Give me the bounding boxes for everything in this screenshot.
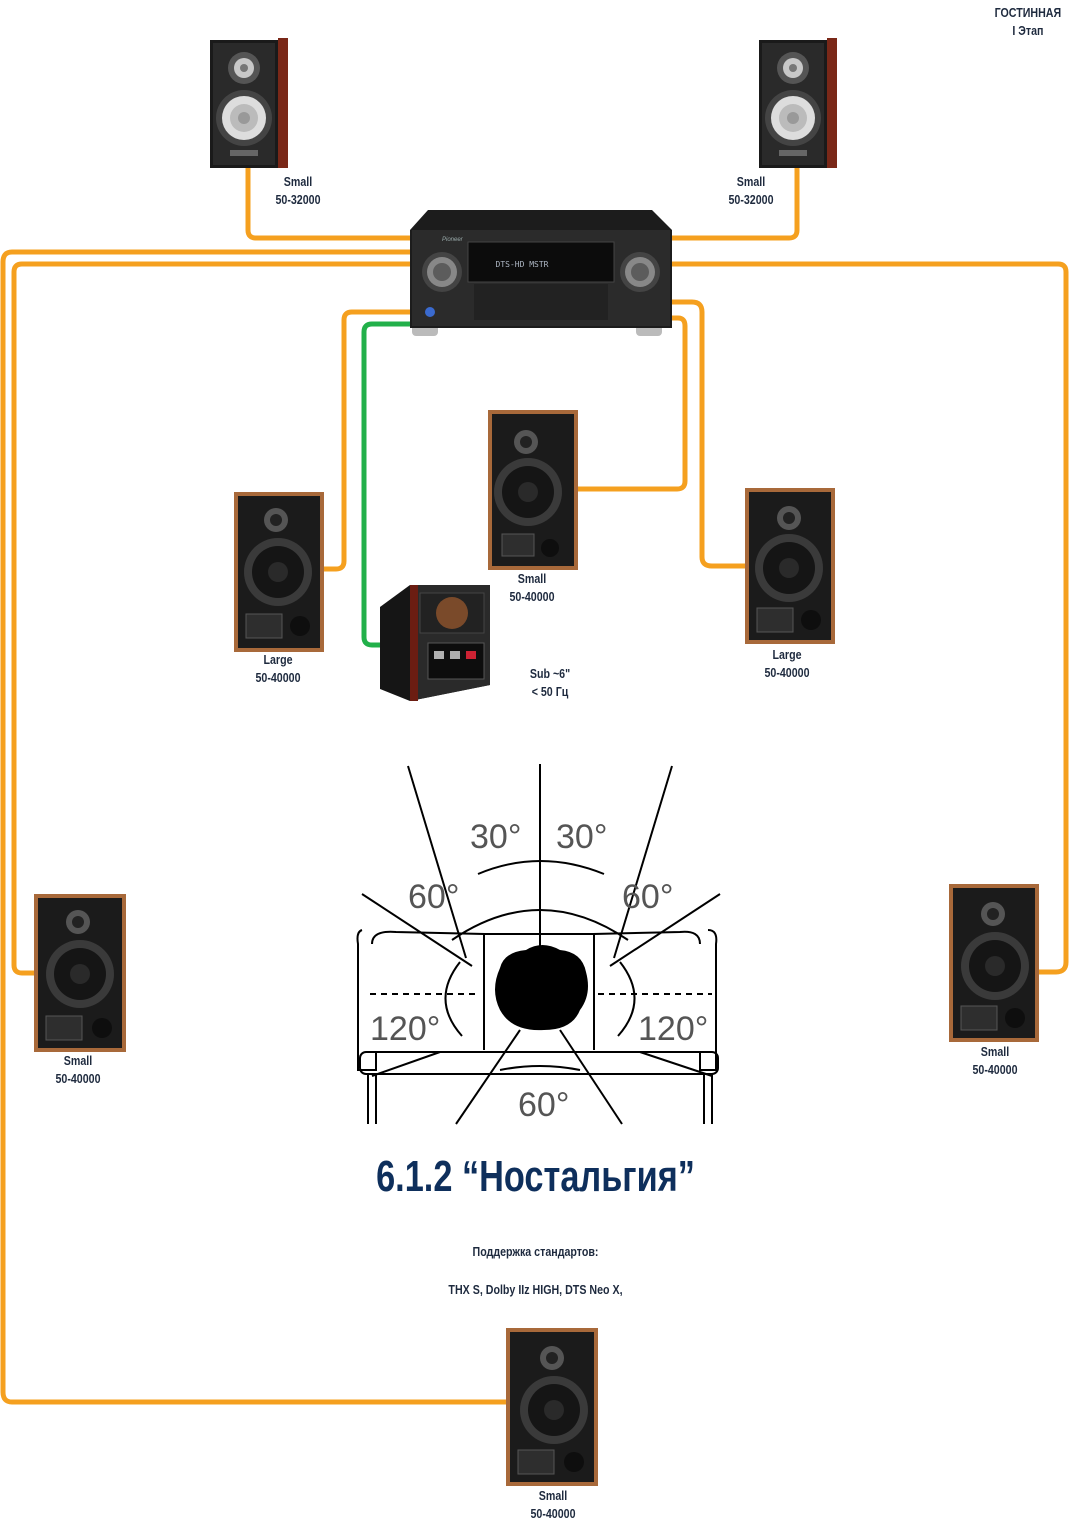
front-right-range: 50-40000	[764, 665, 810, 680]
listening-angle-diagram: 30° 30° 60° 60° 120° 120° 60°	[356, 764, 721, 1125]
surround-left-size: Small	[63, 1053, 93, 1068]
receiver-display: DTS-HD MSTR	[496, 260, 549, 269]
wire-surround-right	[669, 261, 1069, 975]
surround-right-speaker	[949, 884, 1039, 1042]
subwoofer-size: Sub ~6"	[529, 666, 571, 681]
wire-front-high-left	[245, 165, 413, 241]
front-high-right-speaker	[759, 38, 837, 168]
center-speaker	[488, 410, 578, 570]
front-left-speaker	[234, 492, 324, 652]
center-range: 50-40000	[509, 589, 555, 604]
surround-left-range: 50-40000	[55, 1071, 101, 1086]
front-left-size: Large	[263, 652, 293, 667]
front-high-right-range: 50-32000	[728, 192, 774, 207]
surround-right-label: Small 50-40000	[962, 1043, 1028, 1079]
stage-name: I Этап	[1012, 23, 1044, 38]
wire-front-right	[669, 299, 749, 569]
surround-back-label: Small 50-40000	[520, 1487, 586, 1523]
wire-front-high-right	[669, 165, 800, 241]
surround-right-size: Small	[980, 1044, 1010, 1059]
front-high-left-speaker	[210, 38, 288, 168]
subwoofer	[380, 585, 490, 701]
angle-120-right-label: 120°	[638, 1010, 708, 1048]
av-receiver: DTS-HD MSTR Pioneer	[410, 210, 672, 336]
angle-60-back-label: 60°	[518, 1086, 569, 1124]
center-size: Small	[517, 571, 547, 586]
front-high-left-size: Small	[283, 174, 313, 189]
room-name: ГОСТИННАЯ	[994, 5, 1061, 20]
front-high-left-range: 50-32000	[275, 192, 321, 207]
front-right-label: Large 50-40000	[754, 646, 820, 682]
angle-30-right-label: 30°	[556, 818, 607, 856]
subwoofer-label: Sub ~6" < 50 Гц	[517, 665, 583, 701]
wire-front-left	[321, 309, 413, 572]
wire-surround-back	[0, 249, 511, 1405]
wire-center	[573, 315, 688, 492]
surround-left-speaker	[34, 894, 126, 1052]
surround-left-label: Small 50-40000	[45, 1052, 111, 1088]
front-left-label: Large 50-40000	[245, 651, 311, 687]
front-high-right-label: Small 50-32000	[718, 173, 784, 209]
front-right-size: Large	[772, 647, 802, 662]
receiver-brand: Pioneer	[442, 237, 464, 243]
front-right-speaker	[745, 488, 835, 644]
center-label: Small 50-40000	[499, 570, 565, 606]
standards-list: THX S, Dolby IIz HIGH, DTS Neo X,	[448, 1282, 623, 1297]
surround-right-range: 50-40000	[972, 1062, 1018, 1077]
wire-surround-left	[11, 261, 413, 976]
front-high-right-size: Small	[736, 174, 766, 189]
angle-60-left-label: 60°	[408, 878, 459, 916]
surround-back-speaker	[506, 1328, 598, 1486]
angle-120-left-label: 120°	[370, 1010, 440, 1048]
front-left-range: 50-40000	[255, 670, 301, 685]
front-high-left-label: Small 50-32000	[265, 173, 331, 209]
standards-heading: Поддержка стандартов:	[472, 1244, 599, 1259]
page-title: 6.1.2 “Ностальгия”	[376, 1152, 695, 1201]
angle-30-left-label: 30°	[470, 818, 521, 856]
room-header: ГОСТИННАЯ I Этап	[994, 4, 1061, 40]
subwoofer-range: < 50 Гц	[531, 684, 569, 699]
surround-back-size: Small	[538, 1488, 568, 1503]
surround-back-range: 50-40000	[530, 1506, 576, 1521]
angle-60-right-label: 60°	[622, 878, 673, 916]
wire-subwoofer	[361, 321, 410, 648]
